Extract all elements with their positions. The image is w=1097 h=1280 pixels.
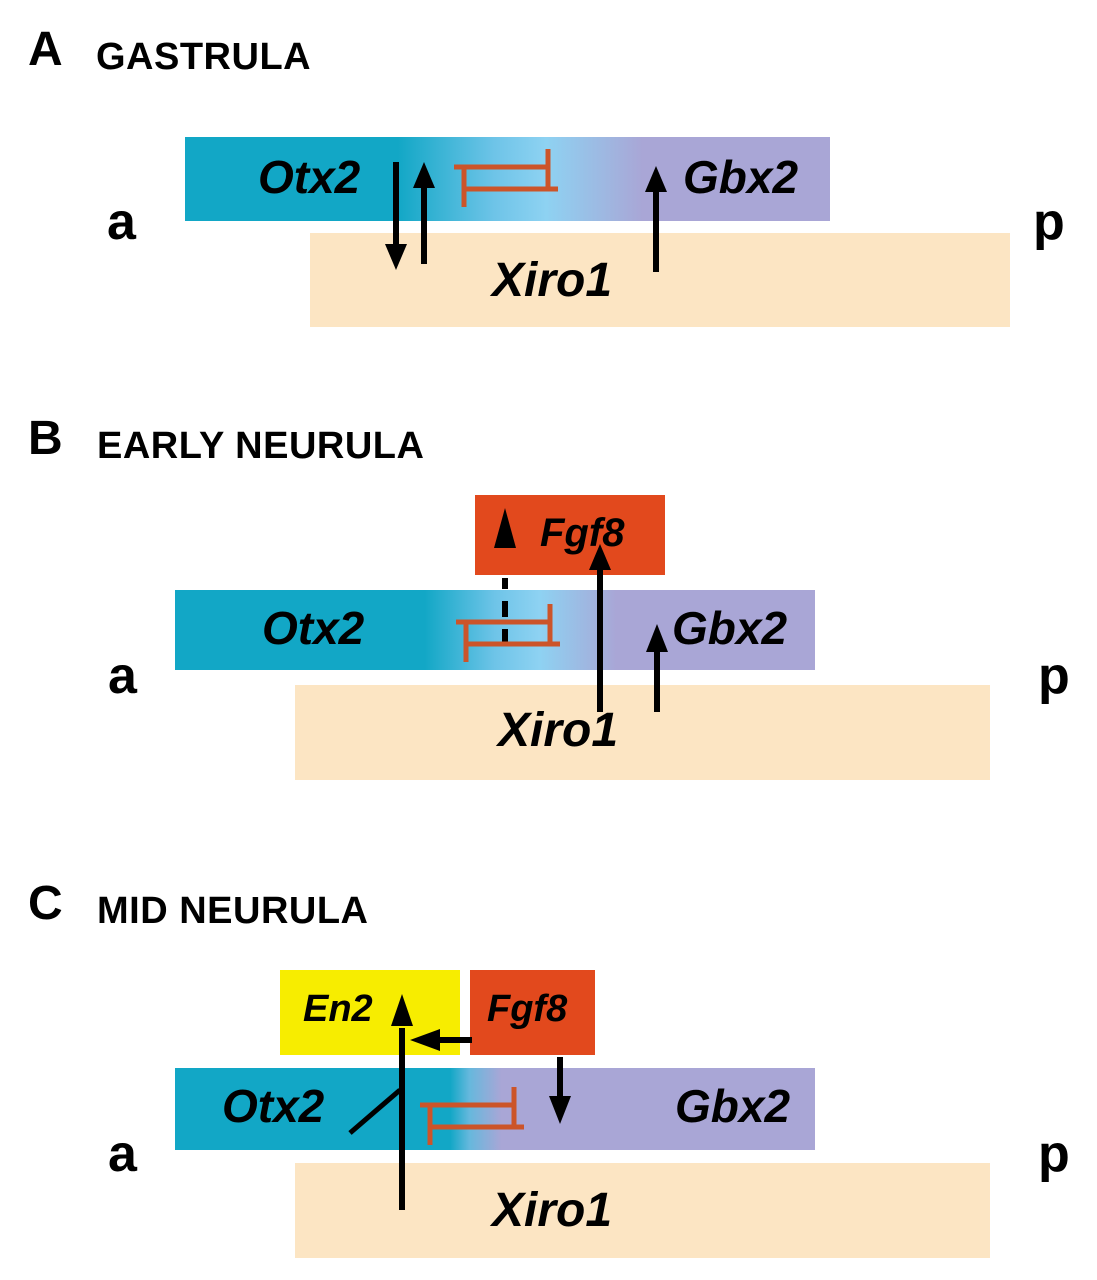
fgf8-label-b: Fgf8 bbox=[540, 511, 625, 555]
xiro1-label-a: Xiro1 bbox=[492, 254, 613, 307]
xiro1-domain-bar-c bbox=[295, 1163, 990, 1258]
anterior-label-a: a bbox=[107, 193, 136, 251]
panel-b-title: EARLY NEURULA bbox=[97, 425, 425, 467]
gbx2-label-a: Gbx2 bbox=[683, 151, 799, 203]
anterior-label-b: a bbox=[108, 647, 137, 705]
gbx2-label-c: Gbx2 bbox=[675, 1080, 791, 1132]
posterior-label-c: p bbox=[1038, 1125, 1070, 1183]
otx2-gbx2-domain-bar-c bbox=[175, 1068, 815, 1150]
panel-a-letter: A bbox=[28, 23, 63, 76]
panel-b-letter: B bbox=[28, 412, 63, 465]
xiro1-label-c: Xiro1 bbox=[492, 1184, 613, 1237]
panel-c-letter: C bbox=[28, 877, 63, 930]
otx2-gbx2-domain-bar-b bbox=[175, 590, 815, 670]
posterior-label-b: p bbox=[1038, 647, 1070, 705]
fgf8-domain-box-c bbox=[470, 970, 595, 1055]
panel-c-title: MID NEURULA bbox=[97, 890, 369, 932]
en2-label-c: En2 bbox=[303, 988, 373, 1030]
xiro1-domain-bar-b bbox=[295, 685, 990, 780]
otx2-gbx2-domain-bar-a bbox=[185, 137, 830, 221]
otx2-label-a: Otx2 bbox=[258, 151, 361, 203]
panel-a-title: GASTRULA bbox=[96, 36, 312, 78]
posterior-label-a: p bbox=[1033, 193, 1065, 251]
xiro1-label-b: Xiro1 bbox=[498, 704, 619, 757]
fgf8-label-c: Fgf8 bbox=[487, 988, 568, 1030]
anterior-label-c: a bbox=[108, 1125, 137, 1183]
otx2-label-c: Otx2 bbox=[222, 1080, 325, 1132]
otx2-label-b: Otx2 bbox=[262, 602, 365, 654]
xiro1-domain-bar-a bbox=[310, 233, 1010, 327]
gbx2-label-b: Gbx2 bbox=[672, 602, 788, 654]
